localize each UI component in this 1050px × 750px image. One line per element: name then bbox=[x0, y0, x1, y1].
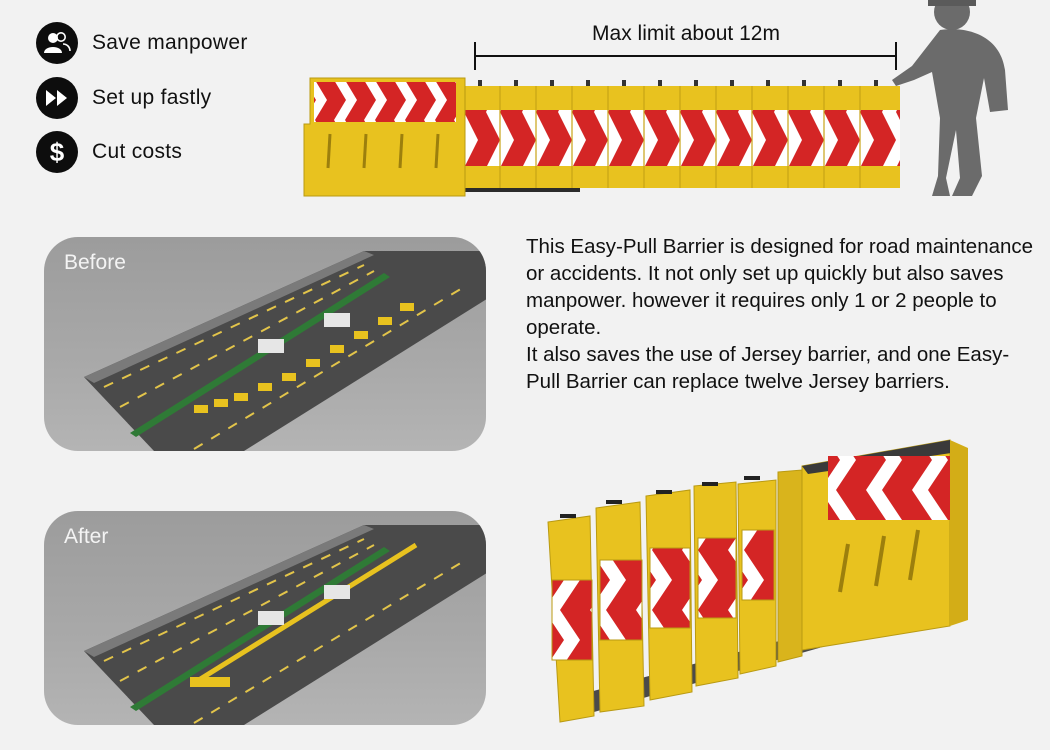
dollar-icon: $ bbox=[36, 131, 78, 173]
feature-cut-costs: $ Cut costs bbox=[36, 131, 182, 173]
panel-title: Before bbox=[64, 251, 126, 274]
before-road-illustration bbox=[84, 251, 486, 451]
easy-pull-barrier-line bbox=[192, 542, 418, 686]
worker-silhouette bbox=[892, 0, 1008, 196]
after-road-illustration bbox=[84, 525, 486, 725]
panel-title: After bbox=[64, 525, 109, 548]
description-paragraph: It also saves the use of Jersey barrier,… bbox=[526, 343, 1010, 393]
fast-forward-icon bbox=[36, 77, 78, 119]
description-paragraph: This Easy-Pull Barrier is designed for r… bbox=[526, 235, 1034, 339]
dimension-line bbox=[474, 42, 897, 70]
feature-label: Save manpower bbox=[92, 31, 248, 54]
limit-label: Max limit about 12m bbox=[592, 22, 780, 45]
extended-barrier-illustration bbox=[303, 0, 1008, 197]
feature-label: Set up fastly bbox=[92, 86, 212, 109]
before-panel: Before bbox=[44, 237, 486, 451]
feature-set-up-fastly: Set up fastly bbox=[36, 77, 211, 119]
folded-barrier-illustration bbox=[547, 439, 968, 723]
feature-label: Cut costs bbox=[92, 140, 183, 163]
after-panel: After bbox=[44, 511, 486, 725]
team-icon bbox=[36, 22, 78, 64]
jersey-barriers bbox=[194, 303, 414, 413]
description: This Easy-Pull Barrier is designed for r… bbox=[526, 233, 1036, 395]
feature-save-manpower: Save manpower bbox=[36, 22, 248, 64]
